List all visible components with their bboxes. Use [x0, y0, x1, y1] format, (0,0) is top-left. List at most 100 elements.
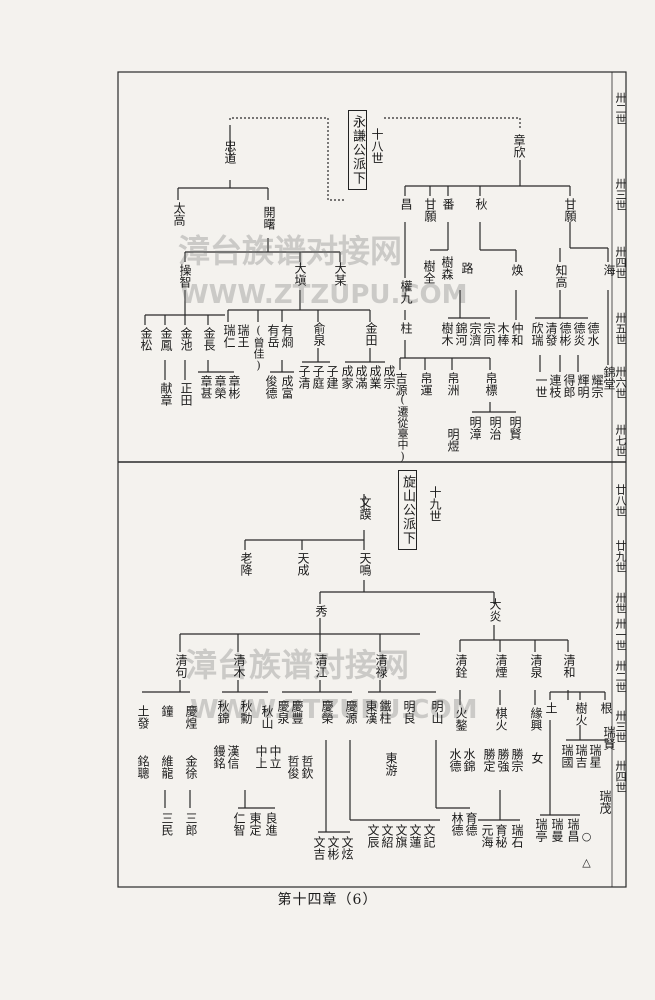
side-gen-4: 卅五世 — [614, 312, 627, 345]
bottom-g7-16: 瑞亭 — [534, 818, 548, 842]
bottom-g6-19: 瑞星 — [588, 744, 602, 768]
bottom-g6b-3: 仁智 — [232, 812, 246, 836]
right-son-3: 番 — [441, 198, 455, 210]
bottom-g5-4: 秋錦 — [216, 700, 230, 724]
bottom-g7-9: 文記 — [422, 824, 436, 848]
side-gen-13: 卅四世 — [614, 760, 627, 793]
g6-left-6: 俊德 — [264, 375, 278, 399]
g7-right-1: 明煜 — [446, 428, 460, 452]
g5-right-2: 錦河 — [454, 322, 468, 346]
kaishu-son-2: 大塡 — [293, 262, 307, 286]
g5-left-9: 俞泉 — [312, 322, 326, 346]
bottom-g7-5: 文辰 — [366, 824, 380, 848]
g6-right-2: 帛運 — [419, 372, 433, 396]
watermark-url: WWW.ZTZUPU.COM — [180, 280, 468, 310]
bottom-g6b-5: 良進 — [264, 812, 278, 836]
bottom-g5-16: 棋火 — [494, 707, 508, 731]
bottom-g7-13: 元海 — [480, 824, 494, 848]
bottom-g5-9: 慶榮 — [320, 700, 334, 724]
g6-left-9: 子庭 — [311, 365, 325, 389]
bottom-g6-13: 勝定 — [482, 748, 496, 772]
g6-left-4: 章榮 — [213, 375, 227, 399]
bottom-g7-15: 瑞石 — [510, 824, 524, 848]
bottom-g6-14: 勝強 — [496, 748, 510, 772]
g4-right-1: 權九 — [399, 280, 413, 304]
bottom-g6-12: 水錦 — [462, 748, 476, 772]
bottom-g6-10: 東游 — [384, 752, 398, 776]
g5-left-10: 金田 — [364, 322, 378, 346]
g6-left-7: 成富 — [280, 375, 294, 399]
bottom-g4-8: 清和 — [562, 654, 576, 678]
bottom-g6-7: 中立 — [268, 745, 282, 769]
top-left-son-1: 太高 — [172, 202, 186, 226]
side-gen-2: 卅三世 — [614, 178, 627, 211]
side-gen-8: 廿九世 — [614, 540, 627, 573]
bottom-g7-18: 瑞昌 — [566, 818, 580, 842]
bottom-g6-16: 女 — [530, 752, 544, 764]
page-footer: 第十四章（6） — [277, 892, 378, 908]
watermark-text-2: 漳台族谱对接网 — [185, 646, 410, 684]
g4-right-2: 樹全 — [422, 260, 436, 284]
bottom-g4-6: 清煙 — [494, 654, 508, 678]
bottom-g5-13: 明良 — [402, 700, 416, 724]
bottom-g5-14: 明山 — [430, 700, 444, 724]
bottom-g7-1: 文吉 — [312, 836, 326, 860]
g6-right-5: 一世 — [534, 374, 548, 398]
bottom-g4-5: 清銓 — [454, 654, 468, 678]
bottom-g6-15: 勝宗 — [510, 748, 524, 772]
side-gen-12: 卅三世 — [614, 710, 627, 743]
bottom-g7-2: 文彬 — [326, 836, 340, 860]
g6-left-13: 成業 — [368, 365, 382, 389]
g6-right-6: 連枝 — [548, 374, 562, 398]
bottom-g7-14: 育秘 — [494, 824, 508, 848]
g4-right-3: 樹森 — [440, 256, 454, 280]
bottom-g5-10: 慶源 — [344, 700, 358, 724]
side-gen-3: 卅四世 — [614, 246, 627, 279]
bottom-g4-1: 清句 — [174, 654, 188, 678]
bottom-g6-4: 鏝銘 — [212, 745, 226, 769]
g4-right-4: 路 — [460, 262, 474, 274]
side-gen-7: 廿八世 — [614, 484, 627, 517]
bottom-g5-1: 土發 — [136, 705, 150, 729]
g5-right-8: 清發 — [544, 322, 558, 346]
g5-right-4: 宗同 — [482, 322, 496, 346]
side-gen-5: 卅六世 — [614, 366, 627, 399]
g5-right-11: 德水 — [586, 322, 600, 346]
bottom-g6-17: 瑞國 — [560, 744, 574, 768]
kaishu-son-1: 操智 — [178, 264, 192, 288]
g6-left-10: 子建 — [325, 365, 339, 389]
bottom-g7-12: 育德 — [464, 812, 478, 836]
g6-left-5: 章彬 — [227, 375, 241, 399]
g5-right-5: 木棒 — [496, 322, 510, 346]
bottom-g6-5: 漢信 — [226, 745, 240, 769]
g6-left-3: 章甚 — [199, 375, 213, 399]
watermark-url-2: WWW.ZTZUPU.COM — [190, 695, 478, 725]
bottom-g7-marks: ○ △ — [580, 830, 593, 869]
bottom-g6-18: 瑞吉 — [574, 744, 588, 768]
g6-left-11: 成家 — [340, 365, 354, 389]
bottom-g6-21: 瑞茂 — [598, 790, 612, 814]
bottom-g5-3: 慶煌 — [184, 705, 198, 729]
top-branch-generation: 十八世 — [370, 128, 384, 164]
right-son-5: 甘願 — [563, 198, 577, 222]
g6-left-1: 献章 — [159, 382, 173, 406]
g7-right-4: 明賢 — [508, 416, 522, 440]
bottom-g6-20: 瑞賢 — [602, 726, 616, 750]
g5-left-7: 有岳 — [266, 324, 280, 348]
side-gen-11: 卅二世 — [614, 660, 627, 693]
bottom-g7-7: 文旗 — [394, 824, 408, 848]
side-gen-10: 卅一世 — [614, 618, 627, 651]
bottom-g6-3: 金徐 — [184, 755, 198, 779]
side-gen-1: 卅二世 — [614, 92, 627, 125]
g5-left-4: 金長 — [202, 327, 216, 351]
g5-right-7: 欣瑞 — [530, 322, 544, 346]
bottom-g5-6: 秋山 — [260, 705, 274, 729]
g5-right-10: 德炎 — [572, 322, 586, 346]
right-son-2: 甘願 — [423, 198, 437, 222]
right-son-4: 秋 — [474, 198, 488, 210]
bottom-g6-1: 銘聰 — [136, 755, 150, 779]
bottom-g4-2: 清木 — [232, 654, 246, 678]
bottom-g5-5: 秋勳 — [239, 700, 253, 724]
bottom-g4-4: 清禄 — [374, 654, 388, 678]
bottom-g6b-2: 三郎 — [184, 812, 198, 836]
